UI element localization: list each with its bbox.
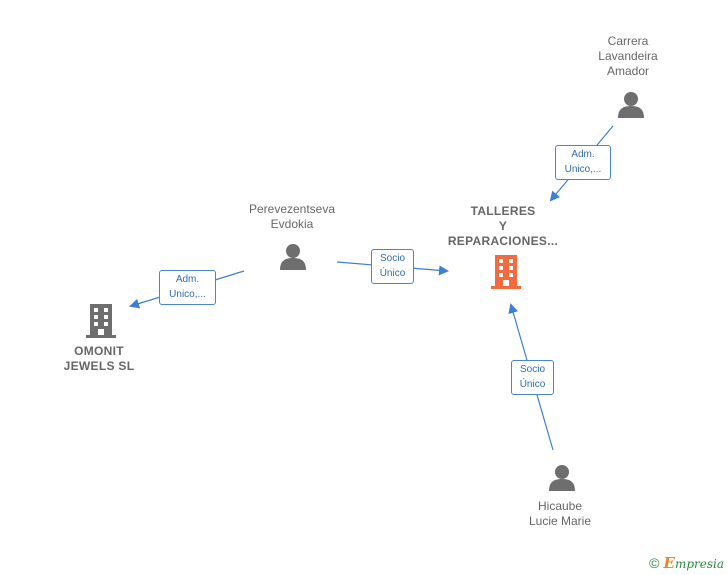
building-icon[interactable]	[86, 304, 116, 338]
person-icon[interactable]	[279, 242, 307, 270]
company-name-omonit[interactable]: OMONIT JEWELS SL	[63, 344, 135, 373]
company-name-talleres[interactable]: TALLERES Y REPARACIONES...	[447, 204, 559, 248]
person-name-perevezentseva[interactable]: Perevezentseva Evdokia	[248, 202, 336, 231]
edge-label-perevezentseva-omonit[interactable]: Adm. Unico,...	[159, 270, 216, 305]
empresia-watermark: © Empresia	[649, 554, 724, 572]
edge-label-hicaube-talleres[interactable]: Socio Único	[511, 360, 554, 395]
person-icon[interactable]	[548, 463, 576, 491]
person-name-hicaube[interactable]: Hicaube Lucie Marie	[528, 499, 592, 528]
person-icon[interactable]	[617, 90, 645, 118]
copyright-symbol: ©	[649, 555, 660, 571]
building-icon[interactable]	[491, 255, 521, 289]
empresia-logo: Empresia	[663, 554, 725, 572]
person-name-carrera[interactable]: Carrera Lavandeira Amador	[598, 34, 658, 78]
edge-label-carrera-talleres[interactable]: Adm. Unico,...	[555, 145, 611, 180]
edge-label-perevezentseva-talleres[interactable]: Socio Único	[371, 249, 414, 284]
